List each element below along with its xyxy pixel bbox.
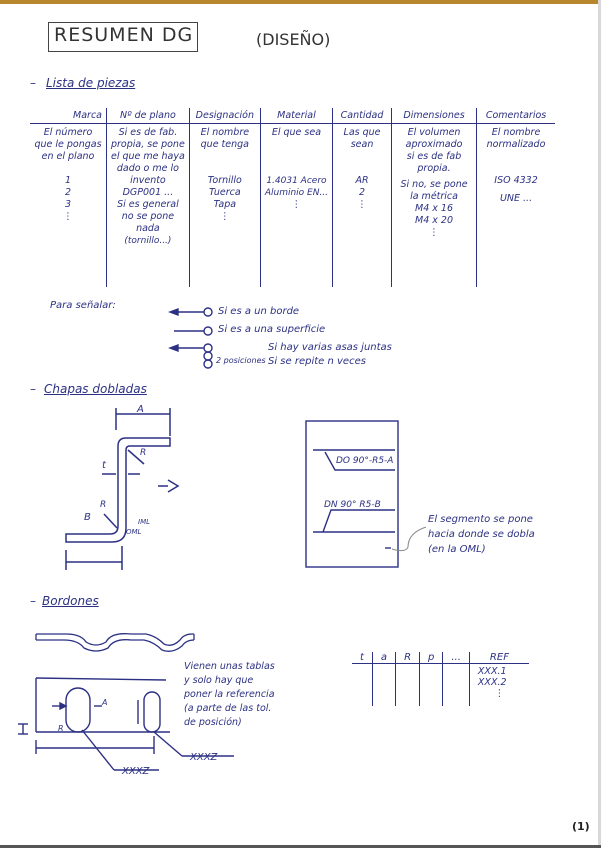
column-header-cantidad: Cantidad <box>332 108 392 124</box>
cell-cantidad: Las que sean AR 2 ⋮ <box>332 123 392 287</box>
cell-plano: Si es de fab. propia, se pone el que me … <box>106 123 190 287</box>
section-heading-parts-list: Lista de piezas <box>46 76 136 90</box>
bent-sheet-profile-diagram <box>65 408 180 570</box>
bullet-dash: – <box>30 76 36 90</box>
marking-item-positions: 2 posiciones <box>216 356 266 365</box>
parts-list-table: Marca Nº de plano Designación Material C… <box>30 108 556 287</box>
ref-col-r: R <box>395 652 420 664</box>
label-oml: OML <box>126 528 142 536</box>
dimension-label-a: A <box>137 404 144 415</box>
bead-label-r: R <box>58 724 64 733</box>
ref-col-a: a <box>371 652 396 664</box>
column-header-comentarios: Comentarios <box>476 108 556 124</box>
note-leader-line <box>391 526 427 552</box>
column-header-material: Material <box>259 108 333 124</box>
section-heading-beads: Bordones <box>42 594 99 608</box>
flat-pattern-diagram <box>305 420 399 568</box>
page-right-edge <box>598 0 601 848</box>
column-header-designacion: Designación <box>188 108 261 124</box>
leader-arrows-icon <box>168 307 213 369</box>
dimension-label-radius-bottom: R <box>100 500 107 510</box>
ref-col-t: t <box>352 652 373 664</box>
column-header-plano: Nº de plano <box>106 108 190 124</box>
label-iml: IML <box>138 518 151 526</box>
cell-designacion: El nombre que tenga Tornillo Tuerca Tapa… <box>188 123 261 287</box>
bead-label-a: A <box>102 698 108 707</box>
bead-note: Vienen unas tablas y solo hay que poner … <box>184 661 275 728</box>
dimension-label-thickness: t <box>102 460 106 471</box>
ref-col-more: ... <box>442 652 470 664</box>
dimension-label-radius-top: R <box>140 448 147 458</box>
cell-comentarios: El nombre normalizado ISO 4332 UNE ... <box>476 123 556 287</box>
page-title: RESUMEN DG <box>54 24 194 46</box>
marking-item-edge: Si es a un borde <box>218 306 300 317</box>
ref-col-p: p <box>419 652 443 664</box>
column-header-dimensiones: Dimensiones <box>391 108 477 124</box>
bullet-dash: – <box>30 594 36 608</box>
bead-reference-table: t a R p ... REF XXX.1 XXX.2 ⋮ <box>352 652 529 706</box>
bead-plan-view-diagram <box>18 677 234 771</box>
page-subtitle: (DISEÑO) <box>256 30 331 49</box>
bend-label-up: DO 90°-R5-A <box>336 456 394 466</box>
marking-note-repeat: Si se repite n veces <box>268 356 366 367</box>
bend-label-down: DN 90° R5-B <box>324 500 381 510</box>
marking-note-multiple: Si hay varias asas juntas <box>268 342 392 353</box>
title-box <box>48 22 198 52</box>
marking-label: Para señalar: <box>50 300 116 311</box>
page-number: (1) <box>572 820 590 833</box>
cell-material: El que sea 1.4031 Acero Aluminio EN... ⋮ <box>259 123 333 287</box>
dimension-label-b: B <box>84 512 91 523</box>
column-header-marca: Marca <box>30 108 107 124</box>
bend-note: El segmento se pone hacia donde se dobla… <box>428 514 535 555</box>
bead-profile-diagram <box>35 633 195 652</box>
bullet-dash: – <box>30 382 36 396</box>
bead-reference-1: XXXZ <box>122 766 150 777</box>
cell-marca: El número que le pongas en el plano 1 2 … <box>34 127 102 222</box>
page-bottom-edge <box>0 845 601 848</box>
section-heading-bent-sheet: Chapas dobladas <box>44 382 147 396</box>
ref-col-ref: REF <box>468 652 529 664</box>
bead-reference-2: XXXZ <box>190 752 218 763</box>
marking-item-surface: Si es a una superficie <box>218 324 326 335</box>
ref-values-cell: XXX.1 XXX.2 ⋮ <box>468 663 529 706</box>
page-top-edge <box>0 0 601 4</box>
cell-dimensiones: El volumen aproximado si es de fab propi… <box>391 123 477 287</box>
